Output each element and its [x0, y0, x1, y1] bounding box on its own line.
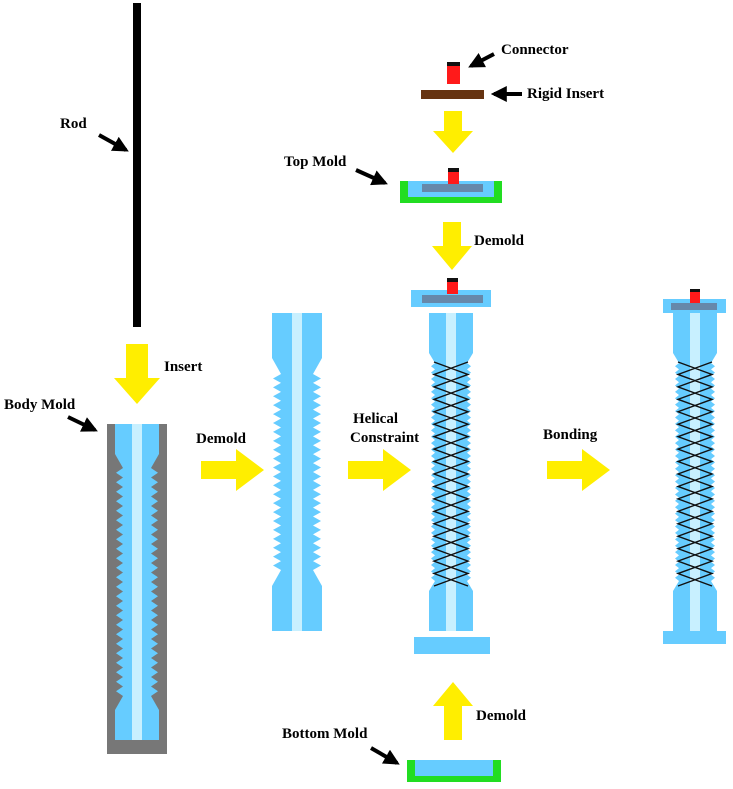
body-mold: [107, 424, 167, 754]
helical-constraint-bonded: [675, 361, 715, 587]
rod: [133, 3, 141, 327]
top-mold-label: Top Mold: [284, 154, 347, 170]
top-mold: [400, 168, 502, 203]
body-mold-pointer-arrow: [67, 415, 98, 432]
insert-arrow: [114, 344, 160, 404]
bottom-cap: [414, 637, 490, 654]
demold-arrow-1: [201, 449, 264, 491]
top-cap: [411, 278, 491, 307]
connector-pointer-arrow: [468, 52, 495, 68]
rigid-insert: [421, 90, 484, 99]
helical-constraint-arrow: [348, 449, 411, 491]
bottom-mold: [407, 760, 501, 782]
demold-label-2: Demold: [474, 233, 525, 249]
demold-arrow-2: [432, 222, 472, 270]
demold-arrow-3: [433, 682, 473, 740]
helical-constraint-label-line2: Constraint: [350, 430, 419, 446]
connector-label: Connector: [501, 42, 569, 58]
demold-label-1: Demold: [196, 431, 247, 447]
constrained-bellows: [429, 313, 473, 631]
bonded-actuator: [663, 289, 726, 644]
helical-constraint-label-line1: Helical: [353, 411, 398, 427]
body-mold-label: Body Mold: [4, 397, 76, 413]
rod-label: Rod: [60, 116, 87, 132]
demolded-bellows: [272, 313, 322, 631]
connector: [447, 62, 460, 84]
insert-label: Insert: [164, 359, 202, 375]
top-mold-pointer-arrow: [355, 168, 388, 186]
bottom-mold-pointer-arrow: [370, 746, 400, 765]
bonding-label: Bonding: [543, 427, 598, 443]
bottom-mold-label: Bottom Mold: [282, 726, 368, 742]
bonding-arrow: [547, 449, 610, 491]
demold-label-3: Demold: [476, 708, 527, 724]
rigid-insert-label: Rigid Insert: [527, 86, 604, 102]
helical-constraint: [431, 361, 471, 587]
arrow-to-top-mold: [433, 111, 473, 153]
rod-pointer-arrow: [98, 133, 129, 152]
